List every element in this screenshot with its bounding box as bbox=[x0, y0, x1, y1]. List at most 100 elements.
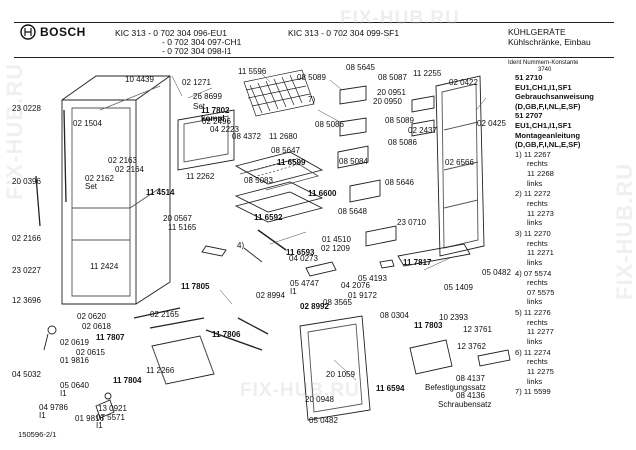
part-number-label: 08 4136 bbox=[456, 391, 485, 400]
part-number-label: 07 5571 bbox=[96, 413, 125, 422]
part-number-label: 02 2164 bbox=[115, 165, 144, 174]
part-number-label: 05 0482 bbox=[309, 416, 338, 425]
brand-name: BOSCH bbox=[40, 25, 86, 39]
ident-label: Ident Nummern-Konstante bbox=[508, 60, 579, 66]
part-number-label: 11 4514 bbox=[146, 188, 175, 197]
part-number-label: 01 9816 bbox=[60, 356, 89, 365]
part-number-label: 11 2255 bbox=[413, 69, 442, 78]
part-number-label: 11 6600 bbox=[308, 189, 337, 198]
part-number-label: 02 2437 bbox=[408, 126, 437, 135]
sidebar-entry: 3) 11 2270 bbox=[515, 229, 551, 238]
part-number-label: 08 5089 bbox=[385, 116, 414, 125]
watermark-bottom: FIX-HUB.RU bbox=[240, 380, 360, 401]
part-number-label: 02 2163 bbox=[108, 156, 137, 165]
part-number-label: 05 4193 bbox=[358, 274, 387, 283]
part-number-label: 10 4439 bbox=[125, 75, 154, 84]
part-number-label: I1 bbox=[96, 421, 103, 430]
part-number-label: 08 0304 bbox=[380, 311, 409, 320]
sidebar-entry: rechts bbox=[527, 317, 548, 327]
sidebar-entry: links bbox=[527, 297, 543, 307]
door-bins bbox=[337, 85, 435, 247]
sidebar-entry: 7) 11 5599 bbox=[515, 387, 551, 397]
inner-door-panel bbox=[435, 75, 485, 257]
sidebar-entry: 51 2707 bbox=[515, 111, 543, 121]
category-title: KÜHLGERÄTE bbox=[508, 27, 566, 37]
part-number-label: 11 7806 bbox=[212, 330, 241, 339]
part-number-label: 02 1209 bbox=[321, 244, 350, 253]
part-number-label: 11 6593 bbox=[286, 248, 315, 257]
part-number-label: 23 0710 bbox=[397, 218, 426, 227]
part-number-label: 20 0951 bbox=[377, 88, 406, 97]
sidebar-entry: 2) 11 2272 bbox=[515, 189, 551, 199]
part-number-label: 20 0950 bbox=[373, 97, 402, 106]
sidebar-entry: links bbox=[527, 337, 543, 346]
part-number-label: 10 2393 bbox=[439, 313, 468, 322]
sidebar-entry: 4) 07 5574 bbox=[515, 268, 552, 278]
part-number-label: 08 5083 bbox=[244, 176, 273, 185]
part-number-label: 11 6592 bbox=[254, 213, 283, 222]
sidebar-entry: (D,GB,F,I,NL,E,SF) bbox=[515, 140, 581, 150]
part-number-label: 02 0425 bbox=[477, 119, 506, 128]
part-number-label: 02 0618 bbox=[82, 322, 111, 331]
part-number-label: 08 3565 bbox=[323, 298, 352, 307]
part-number-label: 02 1271 bbox=[182, 78, 211, 87]
part-number-label: 02 2165 bbox=[150, 310, 179, 319]
category-subtitle: Kühlschränke, Einbau bbox=[508, 37, 591, 47]
trim-strips bbox=[133, 307, 269, 351]
part-number-label: 08 5646 bbox=[385, 178, 414, 187]
part-number-label: 20 0948 bbox=[305, 395, 334, 404]
part-number-label: 20 1059 bbox=[326, 370, 355, 379]
sidebar-entry: EU1,CH1,I1,SF1 bbox=[515, 121, 572, 130]
model-number-left-3: - 0 702 304 098-I1 bbox=[162, 46, 232, 56]
part-number-label: 12 3696 bbox=[12, 296, 41, 305]
part-number-label: 20 0567 bbox=[163, 214, 192, 223]
sidebar-entry: links bbox=[527, 178, 543, 188]
sidebar-entry: Gebrauchsanweisung bbox=[515, 92, 594, 102]
part-number-label: Set bbox=[85, 182, 98, 191]
part-number-label: 11 2266 bbox=[146, 366, 175, 375]
part-number-label: 02 8992 bbox=[300, 302, 329, 311]
sidebar-entry: 11 2271 bbox=[527, 248, 554, 258]
part-number-label: 11 2424 bbox=[90, 262, 119, 271]
sidebar-entry: (D,GB,F,I,NL,E,SF) bbox=[515, 101, 581, 111]
sidebar-entry: rechts bbox=[527, 238, 548, 248]
part-number-label: 02 2166 bbox=[12, 234, 41, 243]
footer-code: 150596-2/1 bbox=[18, 430, 57, 439]
part-number-label: 11 6599 bbox=[277, 158, 306, 167]
wire-rack bbox=[243, 69, 315, 117]
sidebar-entry: 07 5575 bbox=[527, 287, 555, 297]
part-number-label: 08 5084 bbox=[339, 157, 368, 166]
part-number-label: 23 0227 bbox=[12, 266, 41, 275]
lower-door bbox=[299, 315, 371, 421]
part-number-label: 02 0422 bbox=[449, 78, 478, 87]
thermostat-parts bbox=[43, 325, 115, 419]
door-balcony bbox=[397, 243, 471, 267]
sidebar-entry: links bbox=[527, 376, 543, 386]
sidebar-entry: 11 2268 bbox=[527, 169, 554, 178]
part-number-label: 08 5089 bbox=[297, 73, 326, 82]
hinge-parts bbox=[201, 229, 395, 277]
sidebar-entry: rechts bbox=[527, 278, 548, 288]
part-number-label: I1 bbox=[290, 287, 297, 296]
model-number-left-2: - 0 702 304 097-CH1 bbox=[162, 37, 242, 47]
sidebar-entry: EU1,CH1,I1,SF1 bbox=[515, 82, 572, 92]
louvre-panel bbox=[245, 157, 301, 179]
part-number-label: Schraubensatz bbox=[438, 400, 492, 409]
sidebar-entry: rechts bbox=[527, 159, 548, 169]
part-number-label: 11 7804 bbox=[113, 376, 142, 385]
freezer-door bbox=[177, 109, 235, 171]
part-number-label: 02 0615 bbox=[76, 348, 105, 357]
part-number-label: 02 2162 bbox=[85, 174, 114, 183]
part-number-label: 11 2262 bbox=[186, 172, 215, 181]
sidebar-entry: 11 2273 bbox=[527, 208, 554, 218]
sidebar-entry: 1) 11 2267 bbox=[515, 149, 551, 159]
sidebar-entry: 6) 11 2274 bbox=[515, 347, 551, 357]
header-rule-top bbox=[14, 22, 614, 23]
part-number-label: 11 5165 bbox=[168, 223, 197, 232]
part-number-label: 01 9172 bbox=[348, 291, 377, 300]
part-number-label: 26 8699 bbox=[193, 92, 222, 101]
part-number-label: 08 4372 bbox=[232, 132, 261, 141]
part-number-label: 08 5086 bbox=[315, 120, 344, 129]
part-number-label: 04 0273 bbox=[289, 254, 318, 263]
